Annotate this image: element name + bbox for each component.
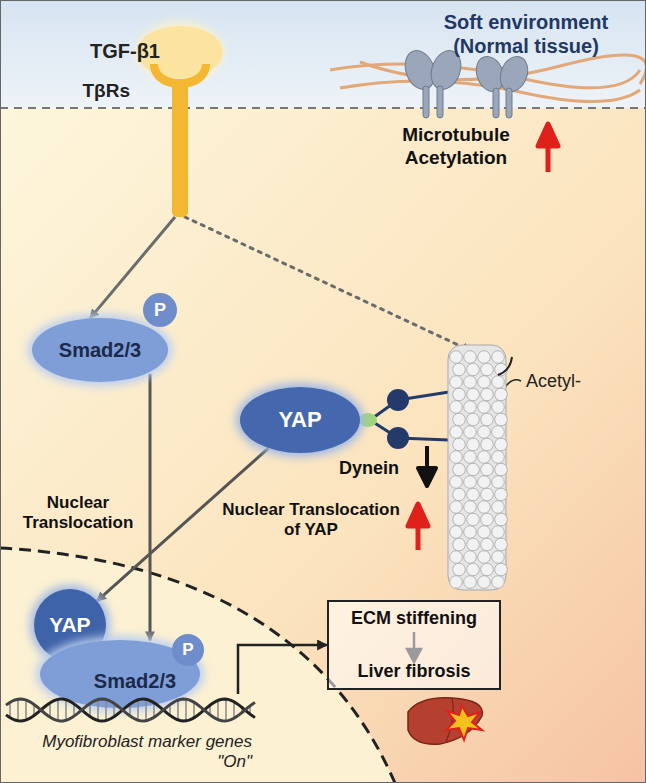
node-text: Smad2/3 — [59, 339, 141, 362]
dna-helix: Myofibroblast marker genes "On" — [0, 694, 262, 783]
decrease-arrow — [418, 446, 436, 486]
node-text: ECM stiffening — [329, 608, 499, 629]
liver-icon — [408, 698, 482, 744]
node-text: P — [182, 640, 193, 660]
node-text: YAP — [49, 613, 90, 637]
edge-label: Nuclear Translocation — [14, 493, 142, 534]
microtubule-art — [448, 345, 506, 590]
connector-arrow — [185, 217, 471, 351]
node-text: TβRs — [83, 80, 131, 102]
node-text: P — [154, 300, 166, 321]
receptor-shape-art — [150, 62, 210, 217]
outcome-box: ECM stiffeningLiver fibrosis — [327, 600, 501, 690]
node-text: Smad2/3 — [94, 670, 176, 693]
smad-ellipse: Smad2/3 — [32, 318, 168, 382]
node-text: YAP — [278, 407, 321, 433]
connector-arrow — [149, 374, 152, 641]
cytoplasm-ground — [0, 108, 646, 783]
receptor-shape: TβRs — [150, 62, 210, 217]
node-text: Acetyl- — [526, 371, 581, 392]
figure-label: Microtubule Acetylation — [376, 124, 536, 170]
figure-label: Dynein — [334, 458, 404, 480]
node-text: Myofibroblast marker genes "On" — [12, 732, 252, 771]
phospho-circle: P — [172, 634, 204, 666]
node-text: TGF-β1 — [90, 40, 160, 63]
integrin-receptors — [400, 46, 532, 118]
extracellular-band — [0, 0, 646, 108]
increase-arrow — [538, 124, 558, 172]
phospho-circle: P — [143, 293, 177, 327]
microtubule: Acetyl- — [448, 345, 506, 590]
node-text: Liver fibrosis — [329, 661, 499, 682]
dynein-motor — [359, 389, 449, 449]
connector-arrow — [238, 645, 327, 694]
edge-label: Nuclear Translocation of YAP — [222, 500, 400, 541]
figure-label: Soft environment (Normal tissue) — [416, 10, 636, 58]
cell-membrane — [0, 107, 646, 109]
yap-ellipse: YAP — [240, 387, 360, 453]
increase-arrow — [408, 504, 428, 550]
ligand-circle: TGF-β1 — [137, 26, 223, 78]
